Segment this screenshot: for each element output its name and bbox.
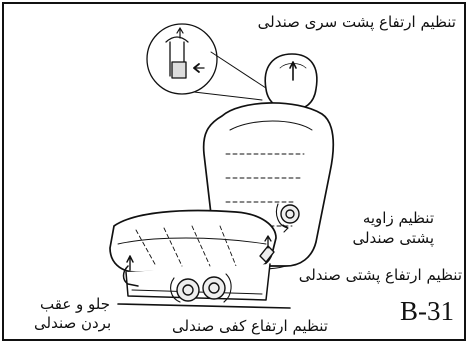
headrest-post-detail — [147, 24, 272, 100]
label-slide-line2: بردن صندلی — [34, 315, 111, 332]
figure-frame: تنظیم ارتفاع پشت سری صندلی تنظیم زاویه پ… — [2, 2, 466, 341]
label-slide-line1: جلو و عقب — [40, 296, 110, 313]
figure-id: B-31 — [400, 298, 454, 325]
label-backrest-height: تنظیم ارتفاع پشتی صندلی — [299, 267, 462, 284]
seat-cushion — [110, 211, 276, 272]
car-seat-illustration — [4, 4, 464, 339]
label-headrest-height: تنظیم ارتفاع پشت سری صندلی — [258, 14, 456, 31]
label-cushion-height: تنظیم ارتفاع کفی صندلی — [172, 318, 328, 335]
label-backrest-angle-line2: پشتی صندلی — [352, 230, 434, 247]
label-backrest-angle-line1: تنظیم زاویه — [363, 210, 434, 227]
